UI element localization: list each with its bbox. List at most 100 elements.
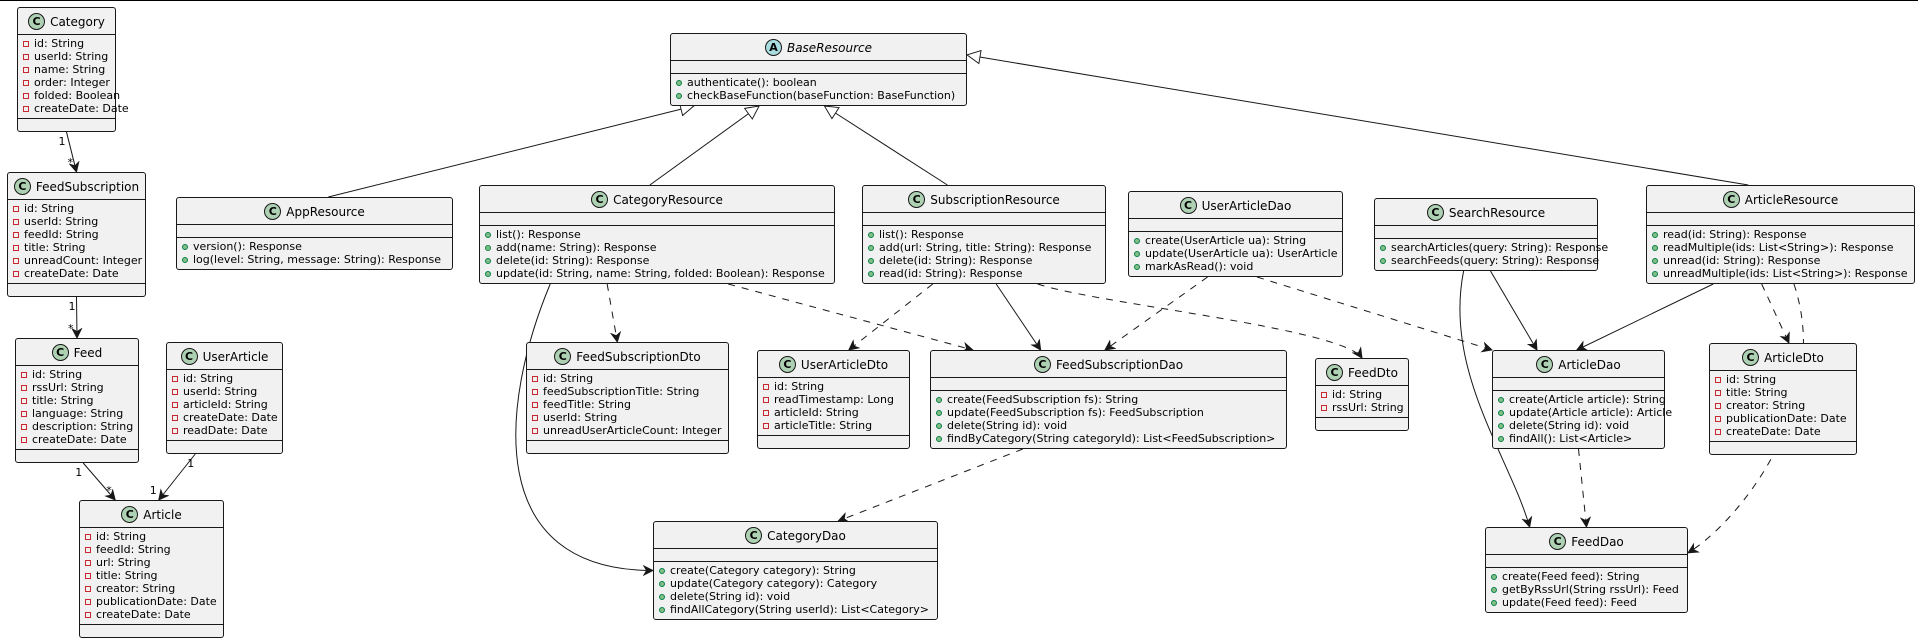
public-visibility-icon [1652, 231, 1658, 238]
field-text: id: String [543, 372, 594, 385]
method-row: update(Feed feed): Feed [1491, 596, 1682, 609]
method-row: searchArticles(query: String): Response [1380, 241, 1608, 254]
multiplicity-label: 1 [59, 135, 66, 148]
field-text: creator: String [1726, 399, 1806, 412]
field-row: articleTitle: String [763, 419, 904, 432]
class-name: FeedSubscription [35, 179, 140, 194]
method-row: readMultiple(ids: List<String>): Respons… [1652, 241, 1909, 254]
method-row: checkBaseFunction(baseFunction: BaseFunc… [676, 89, 961, 102]
public-visibility-icon [485, 270, 491, 277]
public-visibility-icon [676, 92, 682, 99]
class-icon: C [1549, 533, 1567, 550]
private-visibility-icon [85, 533, 91, 540]
class-icon: C [121, 506, 139, 523]
method-row: create(UserArticle ua): String [1134, 234, 1337, 247]
class-icon: C [28, 13, 46, 30]
class-icon: C [13, 178, 31, 195]
class-name: FeedSubscriptionDto [576, 349, 701, 364]
method-row: update(Category category): Category [659, 577, 932, 590]
method-row: markAsRead(): void [1134, 260, 1337, 273]
dependency-edge-user-article-dao-to-article-dao [1256, 276, 1492, 350]
field-row: feedId: String [13, 228, 140, 241]
field-row: language: String [21, 407, 133, 420]
class-icon: C [1033, 356, 1051, 373]
private-visibility-icon [1715, 415, 1721, 422]
field-row: createDate: Date [13, 267, 140, 280]
association-edge-article-resource-to-article-dao [1577, 283, 1714, 350]
private-visibility-icon [23, 53, 29, 60]
association-edge-feed-to-article [82, 462, 115, 500]
class-icon: C [1179, 197, 1197, 214]
field-row: creator: String [1715, 399, 1851, 412]
method-text: create(Article article): String [1509, 393, 1666, 406]
public-visibility-icon [936, 435, 942, 442]
public-visibility-icon [1498, 396, 1504, 403]
method-row: getByRssUrl(String rssUrl): Feed [1491, 583, 1682, 596]
field-text: readDate: Date [183, 424, 268, 437]
field-row: userId: String [532, 411, 723, 424]
field-text: createDate: Date [183, 411, 278, 424]
class-icon: C [180, 348, 198, 365]
method-row: findAll(): List<Article> [1498, 432, 1659, 445]
method-row: update(FeedSubscription fs): FeedSubscri… [936, 406, 1281, 419]
field-text: publicationDate: Date [1726, 412, 1847, 425]
class-name: BaseResource [786, 40, 873, 55]
field-text: description: String [32, 420, 134, 433]
method-row: unreadMultiple(ids: List<String>): Respo… [1652, 267, 1909, 280]
field-text: readTimestamp: Long [774, 393, 894, 406]
method-text: read(id: String): Response [1663, 228, 1807, 241]
private-visibility-icon [532, 388, 538, 395]
private-visibility-icon [13, 257, 19, 264]
method-text: add(name: String): Response [496, 241, 657, 254]
public-visibility-icon [936, 422, 942, 429]
method-row: update(Article article): Article [1498, 406, 1672, 419]
method-row: list(): Response [868, 228, 1100, 241]
field-row: id: String [1715, 373, 1851, 386]
fields-section [1375, 226, 1597, 239]
field-text: title: String [1726, 386, 1788, 399]
field-text: articleId: String [774, 406, 859, 419]
field-row: readDate: Date [172, 424, 277, 437]
field-text: language: String [32, 407, 124, 420]
field-text: id: String [1726, 373, 1777, 386]
top-border-line [0, 0, 1918, 1]
private-visibility-icon [172, 375, 178, 382]
method-text: delete(String id): void [1509, 419, 1630, 432]
field-row: id: String [1321, 388, 1403, 401]
private-visibility-icon [21, 384, 27, 391]
public-visibility-icon [659, 580, 665, 587]
field-text: title: String [96, 569, 158, 582]
